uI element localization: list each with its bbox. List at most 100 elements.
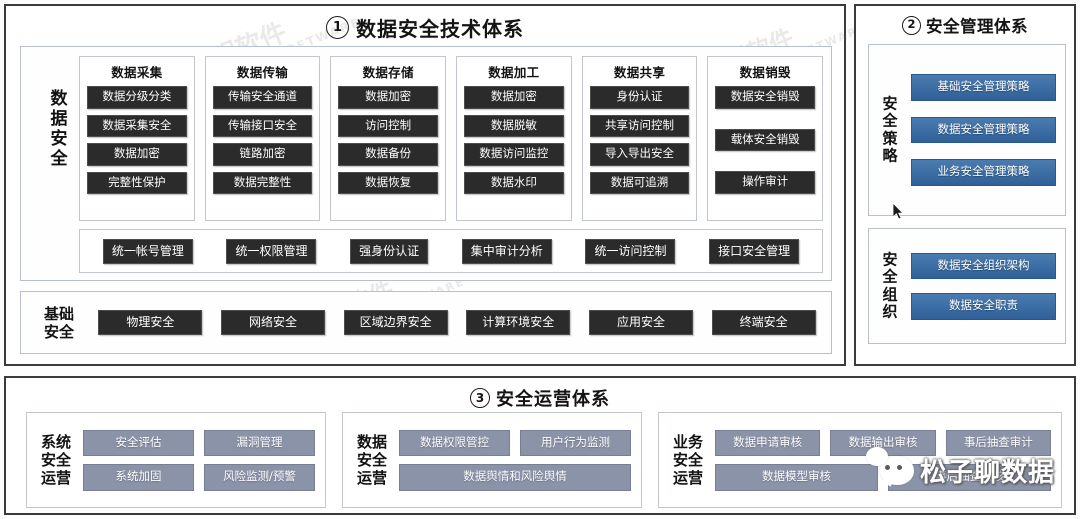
capability-chip[interactable]: 数据脱敏 — [464, 114, 564, 137]
unified-management-chip[interactable]: 统一权限管理 — [226, 238, 317, 264]
wechat-account-name: 松子聊数据 — [920, 458, 1056, 488]
operations-chip[interactable]: 数据申请审核 — [715, 429, 821, 456]
system-security-operations-items: 安全评估漏洞管理系统加固风险监测/预警 — [83, 413, 315, 507]
base-security-chip[interactable]: 应用安全 — [588, 310, 693, 335]
management-title: 安全管理体系 — [926, 17, 1028, 36]
lifecycle-column: 数据销毁数据安全销毁载体安全销毁操作审计 — [707, 56, 824, 221]
lifecycle-column: 数据传输传输安全通道传输接口安全链路加密数据完整性 — [204, 56, 321, 221]
unified-management-chip[interactable]: 强身份认证 — [350, 238, 429, 264]
operations-chip[interactable]: 数据舆情和风险舆情 — [399, 464, 631, 491]
side-label-line: 安全 — [356, 451, 387, 469]
lifecycle-column-items: 数据加密数据脱敏数据访问监控数据水印 — [464, 86, 564, 194]
capability-chip[interactable]: 载体安全销毁 — [715, 128, 816, 151]
security-organization-items: 数据安全组织架构数据安全职责 — [911, 229, 1056, 343]
management-policy-chip[interactable]: 业务安全管理策略 — [911, 159, 1056, 186]
capability-chip[interactable]: 数据加密 — [464, 86, 564, 109]
side-label-line: 运营 — [356, 469, 387, 487]
side-label-char: 全 — [882, 111, 898, 130]
capability-chip[interactable]: 共享访问控制 — [589, 114, 690, 137]
side-label-char: 策 — [882, 129, 898, 147]
capability-chip[interactable]: 身份认证 — [589, 86, 690, 109]
base-security-group: 基础安全 物理安全网络安全区域边界安全计算环境安全应用安全终端安全 — [20, 291, 832, 354]
base-security-chip[interactable]: 区域边界安全 — [343, 310, 448, 335]
unified-management-chip[interactable]: 统一访问控制 — [585, 238, 676, 264]
lifecycle-column: 数据共享身份认证共享访问控制导入导出安全数据可追溯 — [581, 56, 698, 221]
base-security-chip[interactable]: 物理安全 — [98, 310, 203, 335]
base-security-side-label: 基础安全 — [35, 305, 83, 341]
base-security-chip[interactable]: 计算环境安全 — [466, 310, 571, 335]
capability-chip[interactable]: 链路加密 — [212, 143, 313, 166]
operations-row: 数据申请审核数据输出审核事后抽查审计 — [715, 429, 1051, 456]
operations-chip[interactable]: 数据权限管控 — [399, 429, 510, 456]
lifecycle-column-title: 数据加工 — [488, 65, 540, 80]
security-policy-side-label: 安全策略 — [877, 95, 903, 165]
lifecycle-column-items: 数据分级分类数据采集安全数据加密完整性保护 — [87, 86, 187, 194]
operations-row: 数据权限管控用户行为监测 — [399, 429, 631, 456]
side-label-char: 全 — [50, 149, 68, 170]
base-security-chip[interactable]: 网络安全 — [220, 310, 325, 335]
base-security-chip[interactable]: 终端安全 — [711, 310, 816, 335]
wechat-icon — [866, 447, 914, 487]
capability-chip[interactable]: 数据加密 — [87, 143, 187, 166]
operations-row: 数据模型审核事后抽查稽核 — [715, 464, 1051, 491]
side-label-char: 安 — [50, 129, 68, 150]
capability-chip[interactable]: 访问控制 — [338, 114, 439, 137]
lifecycle-column: 数据加工数据加密数据脱敏数据访问监控数据水印 — [456, 56, 572, 221]
lifecycle-column-title: 数据传输 — [236, 65, 289, 80]
operations-title: 安全运营体系 — [496, 389, 610, 410]
capability-chip[interactable]: 操作审计 — [715, 171, 816, 194]
capability-chip[interactable]: 数据分级分类 — [87, 86, 187, 109]
operations-chip[interactable]: 数据模型审核 — [715, 464, 878, 491]
data-security-side-label: 数据安全 — [39, 89, 79, 169]
capability-chip[interactable]: 传输接口安全 — [212, 114, 313, 137]
capability-chip[interactable]: 导入导出安全 — [589, 143, 690, 166]
side-label-line: 系统 — [40, 433, 71, 451]
side-label-line: 数据 — [356, 433, 387, 451]
side-label-line: 安全 — [43, 322, 74, 341]
lifecycle-column-items: 数据加密访问控制数据备份数据恢复 — [338, 86, 439, 194]
technical-title: 数据安全技术体系 — [356, 17, 524, 41]
capability-chip[interactable]: 数据可追溯 — [589, 171, 690, 194]
capability-chip[interactable]: 数据完整性 — [212, 171, 313, 194]
business-security-operations-side-label: 业务安全运营 — [669, 433, 707, 487]
capability-chip[interactable]: 数据备份 — [338, 143, 439, 166]
capability-chip[interactable]: 传输安全通道 — [212, 86, 313, 109]
lifecycle-column-title: 数据共享 — [613, 65, 666, 80]
capability-chip[interactable]: 数据访问监控 — [464, 143, 564, 166]
capability-chip[interactable]: 数据加密 — [338, 86, 439, 109]
data-security-operations-items: 数据权限管控用户行为监测数据舆情和风险舆情 — [399, 413, 631, 507]
management-policy-chip[interactable]: 数据安全组织架构 — [911, 252, 1056, 279]
capability-chip[interactable]: 数据水印 — [464, 171, 564, 194]
unified-management-chip[interactable]: 统一帐号管理 — [102, 238, 193, 264]
capability-chip[interactable]: 数据安全销毁 — [715, 86, 816, 109]
section-number-3: 3 — [470, 388, 490, 408]
management-policy-chip[interactable]: 数据安全管理策略 — [911, 116, 1056, 144]
operations-chip[interactable]: 事后抽查审计 — [945, 429, 1051, 456]
side-label-line: 基础 — [43, 305, 74, 323]
unified-management-chip[interactable]: 接口安全管理 — [709, 238, 800, 264]
system-security-operations-group: 系统安全运营 安全评估漏洞管理系统加固风险监测/预警 — [26, 412, 326, 508]
side-label-line: 安全 — [672, 451, 703, 469]
management-heading: 2 安全管理体系 — [856, 13, 1074, 37]
side-label-char: 数 — [50, 89, 68, 109]
operations-chip[interactable]: 漏洞管理 — [204, 429, 315, 456]
operations-chip[interactable]: 用户行为监测 — [520, 429, 631, 456]
management-policy-chip[interactable]: 基础安全管理策略 — [911, 74, 1056, 101]
capability-chip[interactable]: 完整性保护 — [87, 171, 187, 194]
capability-chip[interactable]: 数据采集安全 — [87, 114, 187, 137]
operations-chip[interactable]: 安全评估 — [83, 429, 194, 456]
side-label-line: 安全 — [40, 451, 71, 469]
base-security-items: 物理安全网络安全区域边界安全计算环境安全应用安全终端安全 — [89, 292, 825, 353]
lifecycle-column-items: 传输安全通道传输接口安全链路加密数据完整性 — [212, 86, 313, 194]
operations-chip[interactable]: 事后抽查稽核 — [888, 464, 1051, 491]
side-label-char: 安 — [882, 250, 898, 269]
wechat-icon-bubble — [866, 447, 888, 466]
operations-chip[interactable]: 系统加固 — [83, 464, 194, 491]
capability-chip[interactable]: 数据恢复 — [338, 171, 439, 194]
side-label-line: 运营 — [40, 469, 71, 487]
management-policy-chip[interactable]: 数据安全职责 — [911, 293, 1056, 320]
unified-management-chip[interactable]: 集中审计分析 — [461, 238, 552, 264]
operations-chip[interactable]: 风险监测/预警 — [204, 464, 315, 491]
side-label-char: 略 — [882, 146, 898, 165]
